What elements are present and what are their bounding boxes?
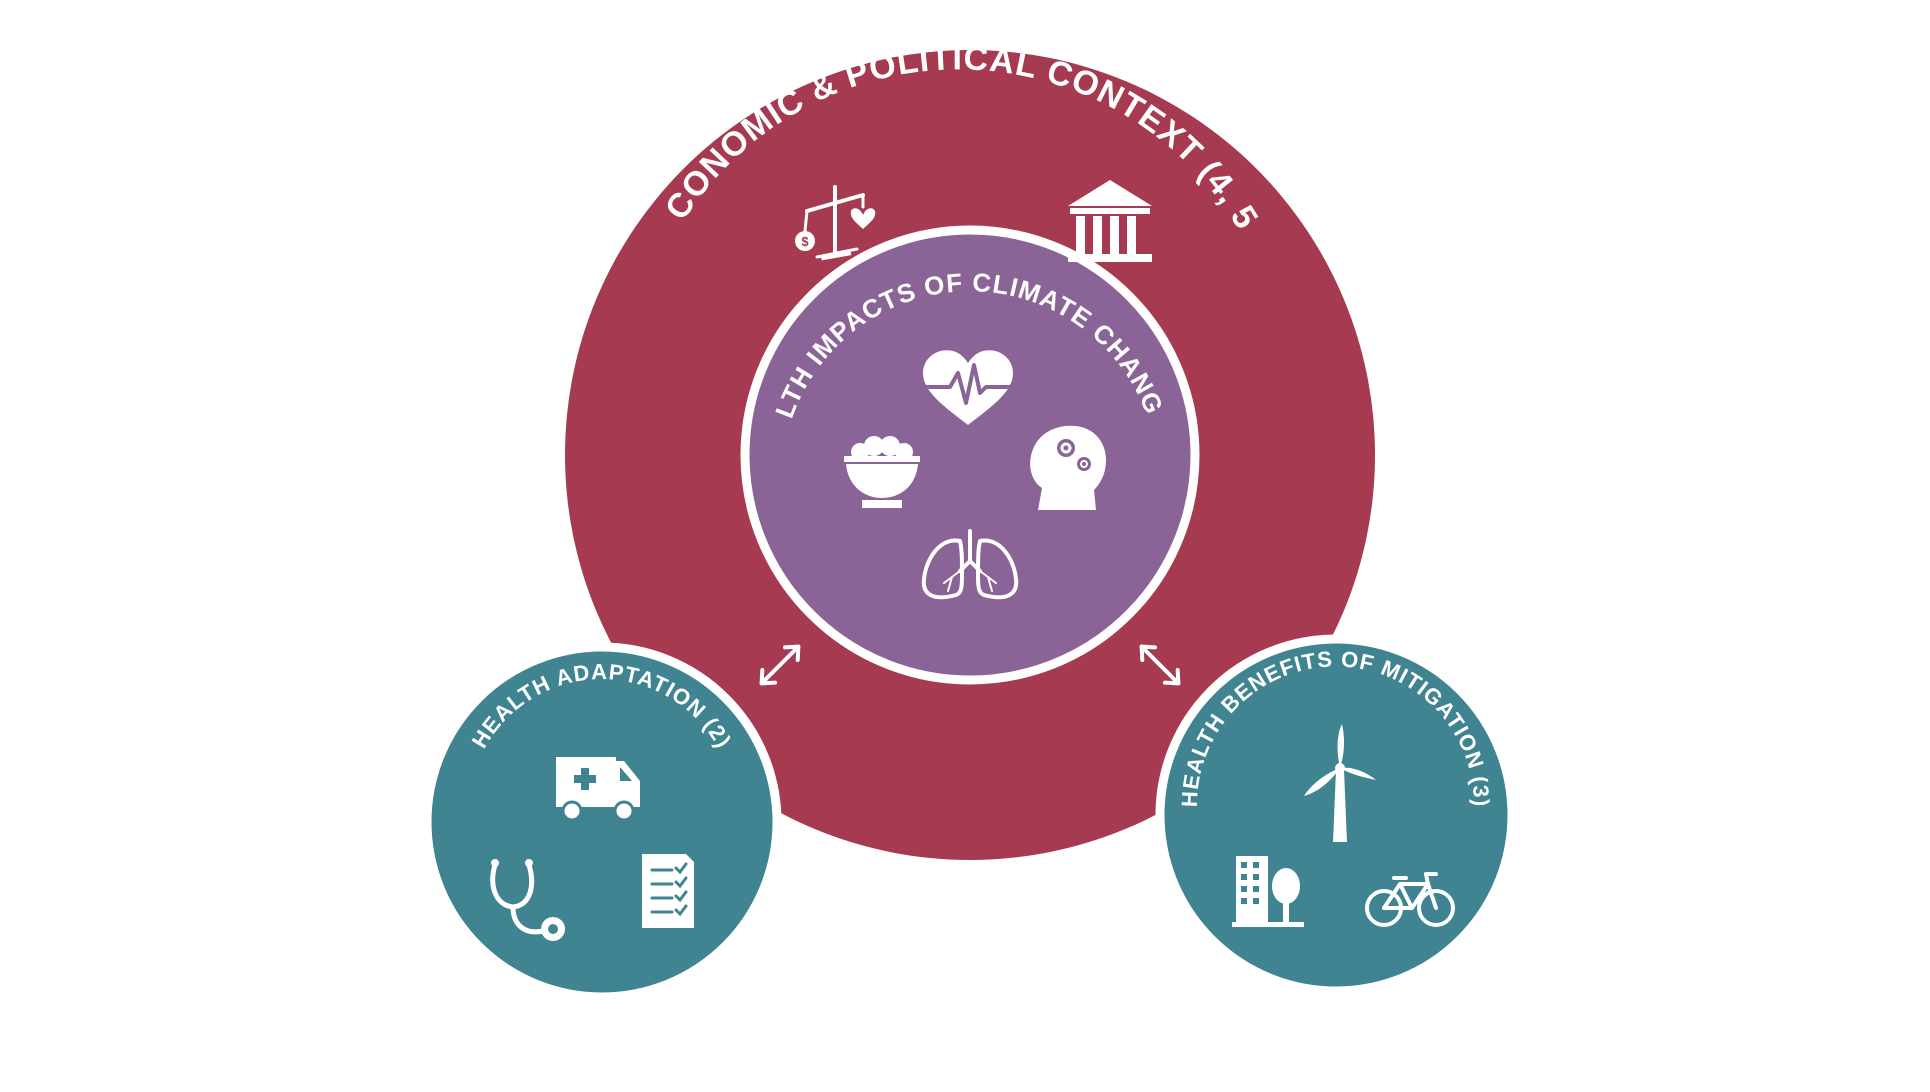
double-arrow-icon (759, 644, 801, 686)
stethoscope-icon (490, 859, 565, 941)
lungs-icon (921, 529, 1019, 600)
health-adaptation-circle (422, 642, 782, 1002)
health-impacts-circle (740, 225, 1200, 685)
checklist-icon (642, 854, 694, 928)
building-tree-icon (1232, 856, 1304, 927)
svg-text:$: $ (801, 234, 809, 249)
double-arrow-icon (1139, 644, 1181, 686)
wind-turbine-icon (1304, 724, 1376, 842)
food-bowl-icon (844, 436, 920, 508)
mental-health-head-icon (1022, 425, 1106, 510)
scale-money-health-icon: $ (795, 185, 876, 261)
ambulance-icon (556, 757, 640, 822)
bicycle-icon (1365, 872, 1455, 927)
heartbeat-icon (918, 350, 1018, 425)
government-building-icon (1068, 180, 1152, 262)
